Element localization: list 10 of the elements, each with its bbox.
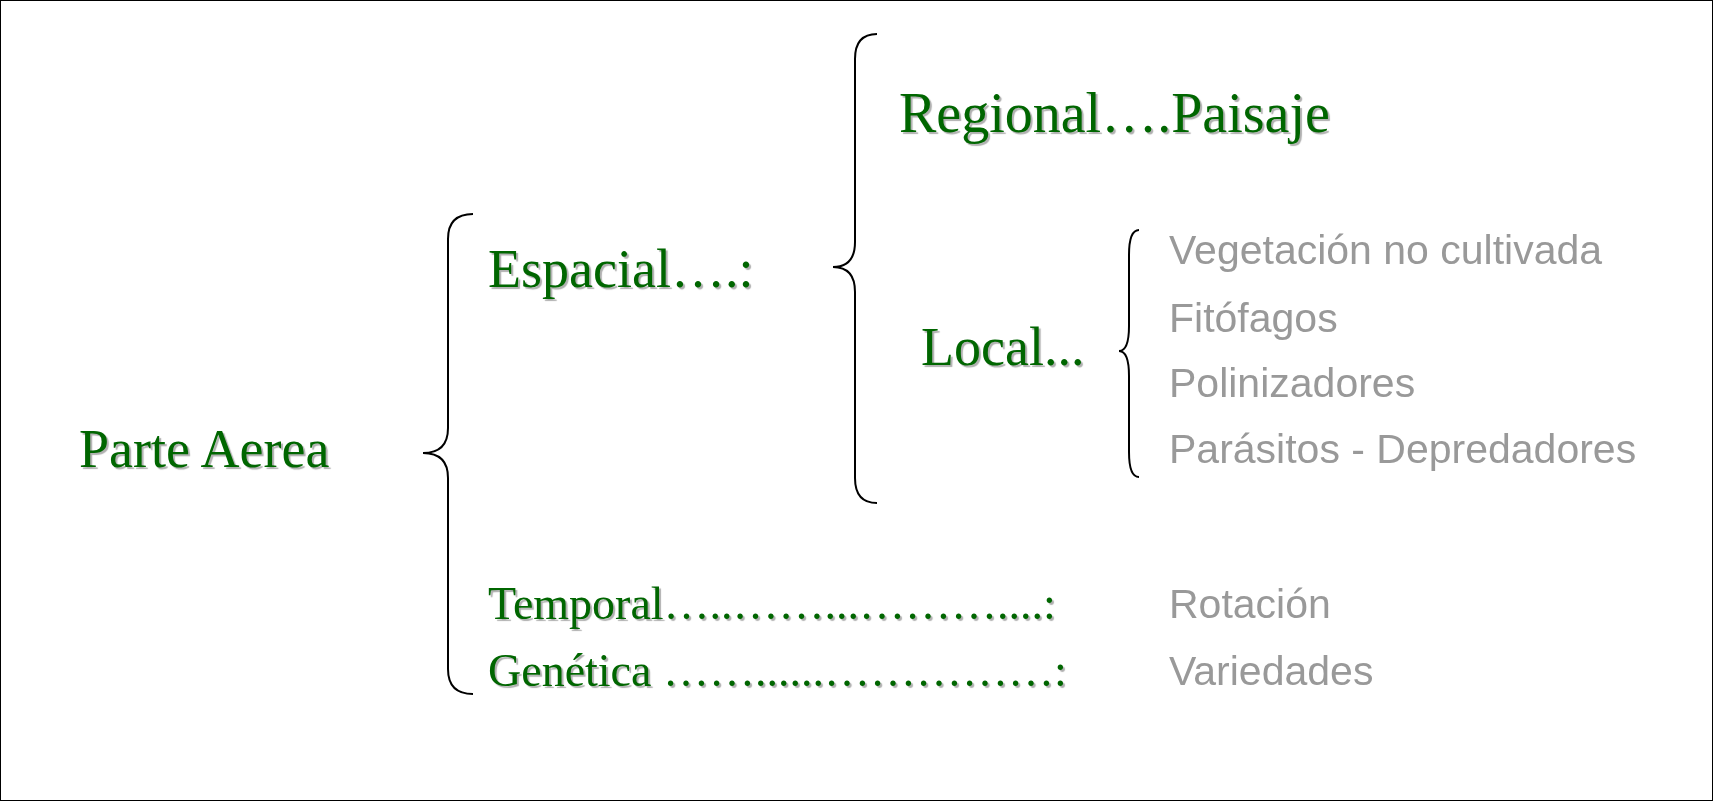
item-text: Rotación [1169,583,1331,625]
item-text: Fitófagos [1169,297,1338,339]
item-text: Polinizadores [1169,362,1416,404]
item-text: Variedades [1169,650,1374,692]
category-label: Temporal…..……...………....: [488,581,1056,627]
item-text: Vegetación no cultivada [1169,229,1603,271]
item-text: Parásitos - Depredadores [1169,428,1637,470]
category-label: Local... [921,320,1085,374]
category-label: Parte Aerea [79,422,330,476]
category-label: Genética ……......……………: [488,648,1067,694]
